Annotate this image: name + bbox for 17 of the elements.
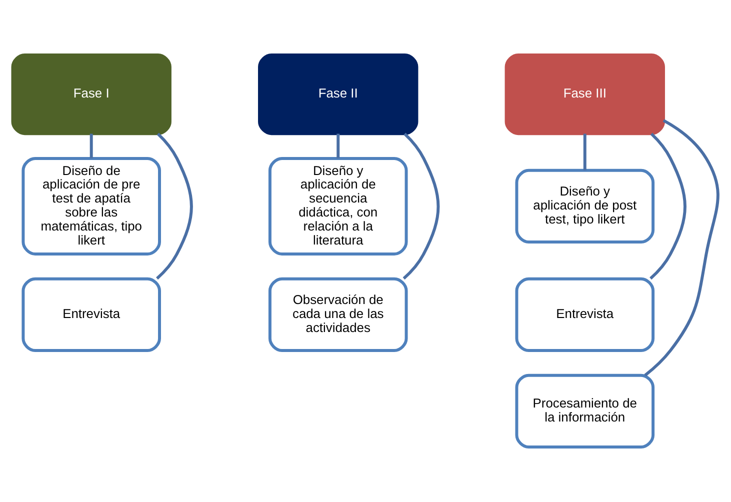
node-box: Diseño y aplicación de post test, tipo likert xyxy=(515,168,655,244)
node-box: Observación de cada una de las actividades xyxy=(268,277,408,352)
node-box: Fase I xyxy=(11,53,172,136)
connector xyxy=(583,134,586,170)
connector xyxy=(336,134,340,158)
connector xyxy=(650,132,686,280)
node-box: Procesamiento de la información xyxy=(515,374,655,449)
connector xyxy=(90,134,93,158)
connector xyxy=(156,132,193,280)
connector xyxy=(644,119,720,376)
node-box: Fase II xyxy=(258,53,418,136)
node-box: Diseño y aplicación de secuencia didáctica, con relación a la literatura xyxy=(268,156,408,256)
node-box: Diseño de aplicación de pre test de apatía sobre las matemáticas, tipo likert xyxy=(22,156,161,256)
node-box: Entrevista xyxy=(515,277,655,352)
node-box: Entrevista xyxy=(22,277,161,352)
node-box: Fase III xyxy=(504,53,665,136)
connector xyxy=(402,132,440,280)
